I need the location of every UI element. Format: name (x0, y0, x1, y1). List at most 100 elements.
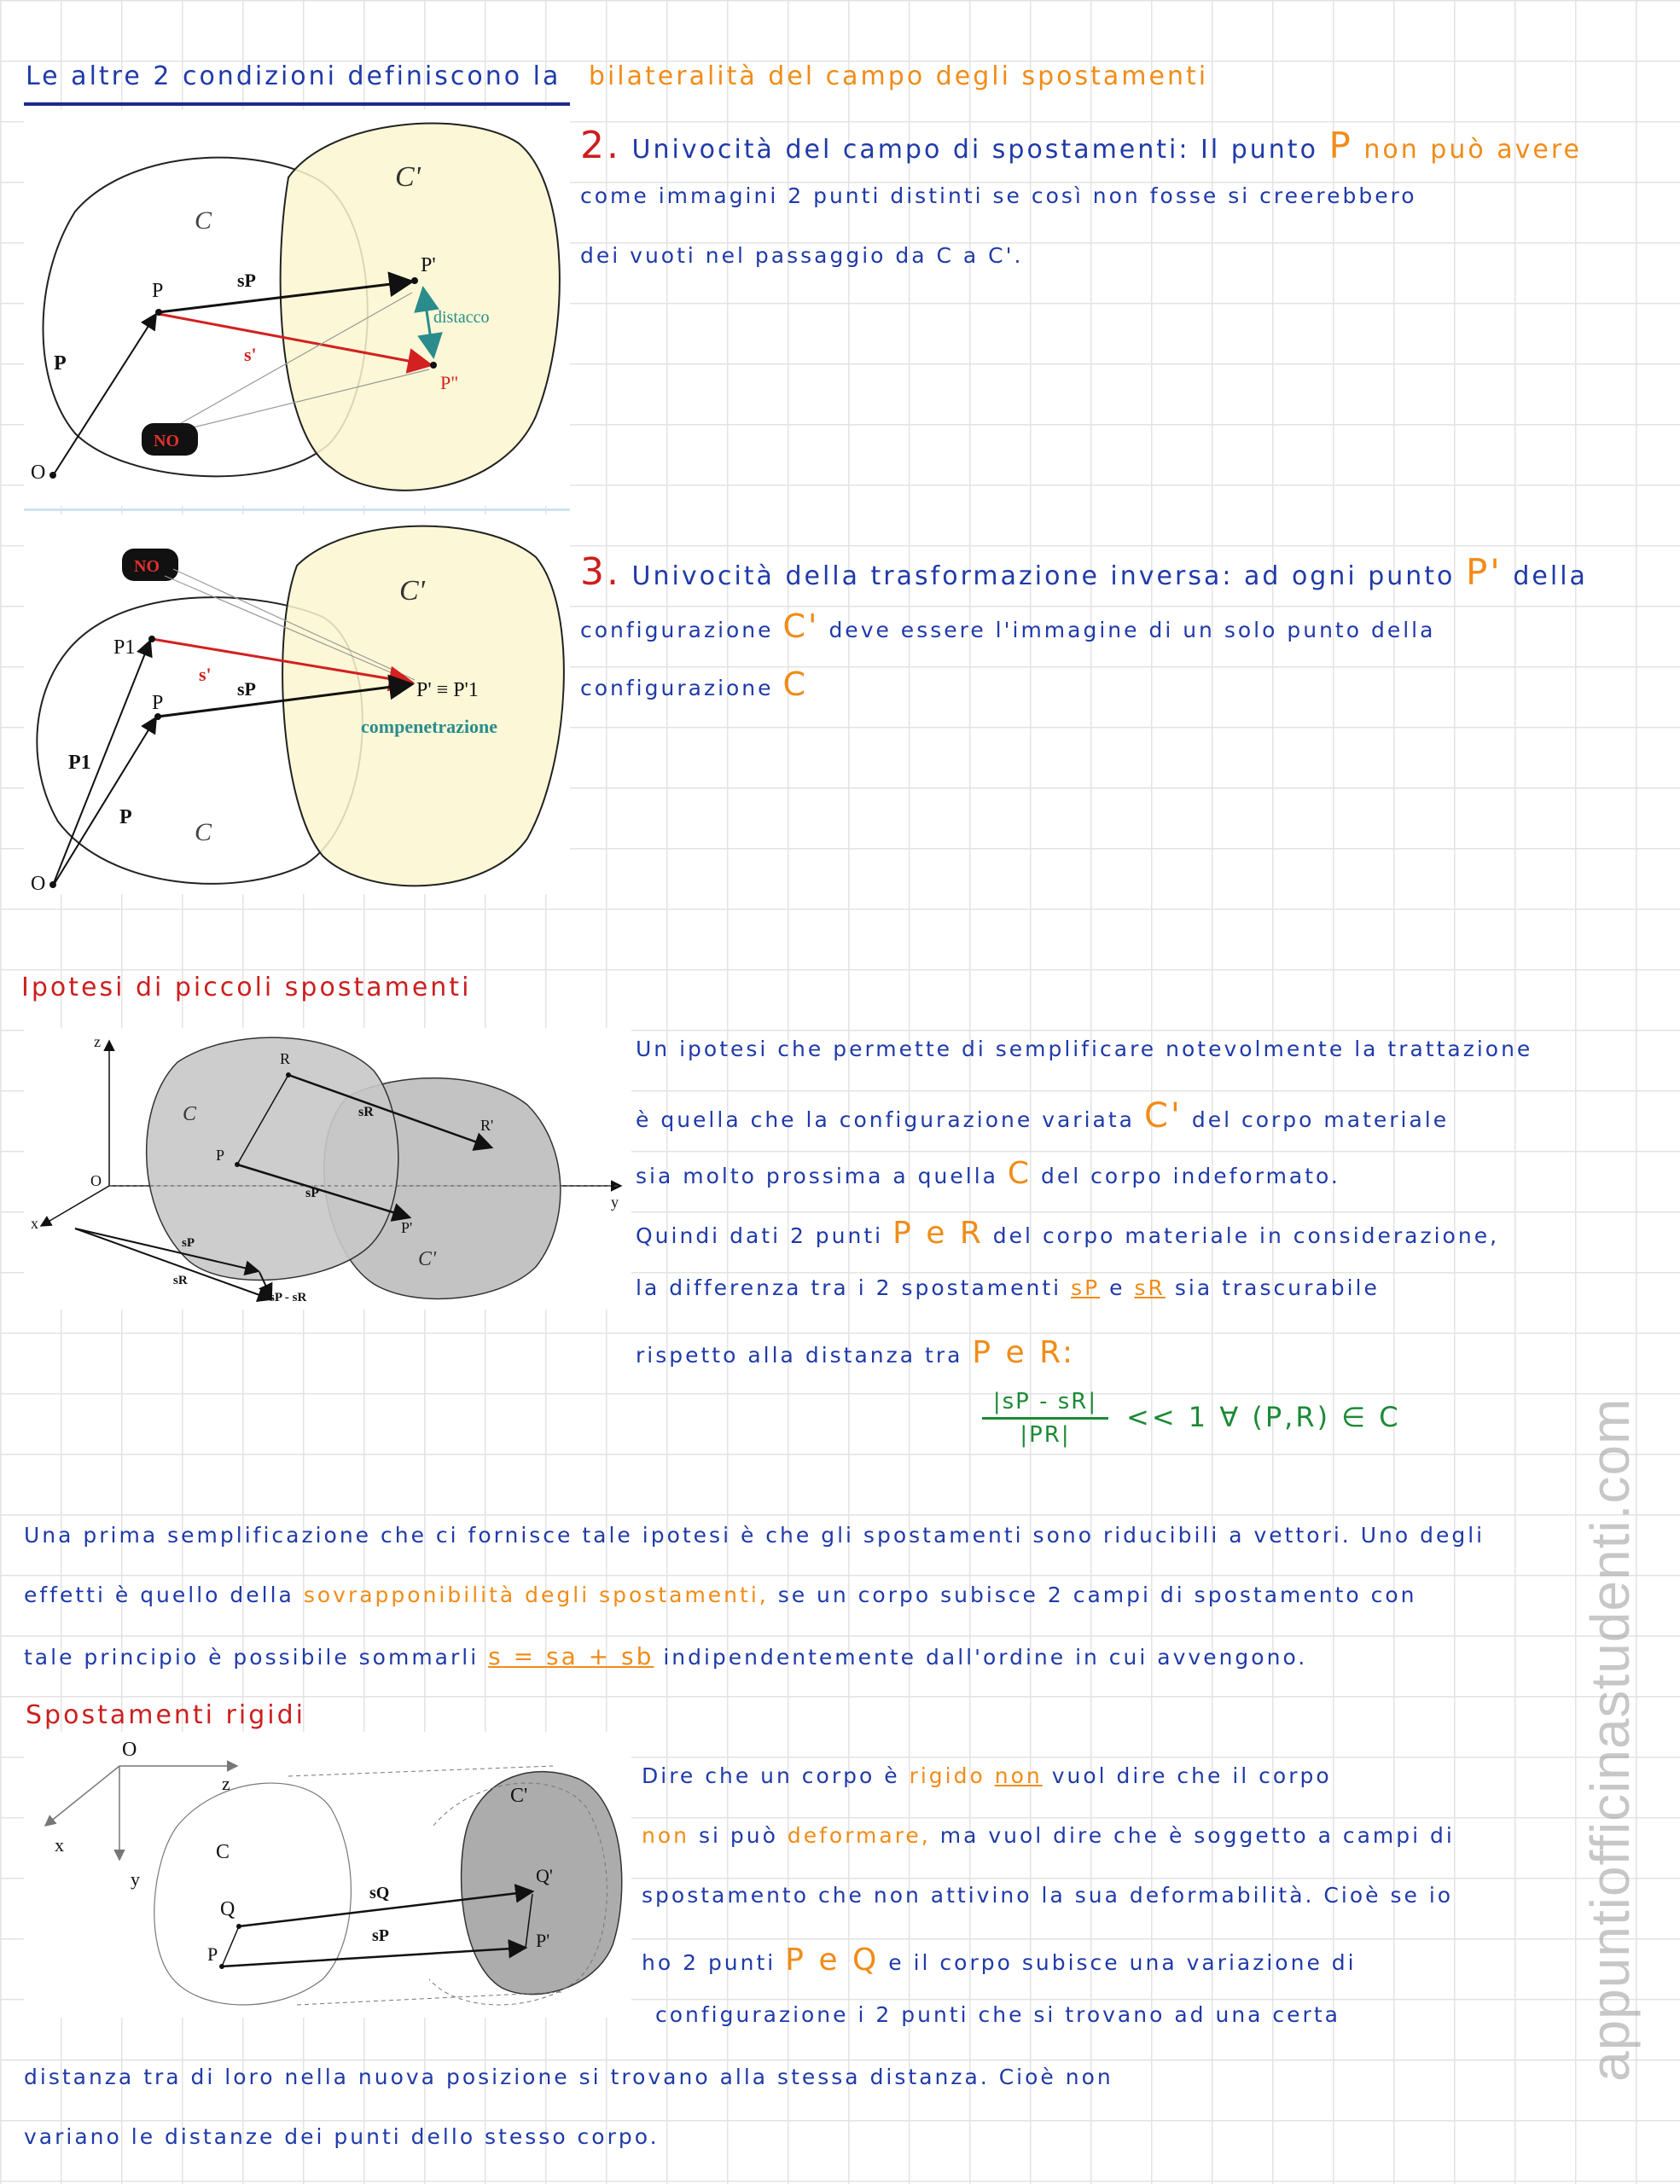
figure-piccoli-spostamenti: z R C sR R' P O sP y x P' C' sP sR sP - … (24, 1028, 631, 1310)
label-c-prime: C' (399, 575, 426, 607)
small-line5: la differenza tra i 2 spostamenti sP e s… (636, 1275, 1380, 1300)
label-o: O (31, 462, 45, 484)
label-sr-small: sR (173, 1274, 188, 1287)
point3-l3c: C (782, 665, 809, 703)
rigid-l1a: Dire che un corpo è (642, 1763, 900, 1788)
point-p-double-prime (430, 362, 437, 369)
small-l3a: sia molto prossima a quella (636, 1164, 998, 1188)
rigid-l2non: non (642, 1823, 689, 1848)
section-title-piccoli-spostamenti: Ipotesi di piccoli spostamenti (21, 973, 472, 1002)
label-q: Q (220, 1898, 235, 1920)
arrow-distacco (414, 286, 443, 359)
small-line3: sia molto prossima a quella C del corpo … (636, 1156, 1340, 1191)
point-p (235, 1162, 240, 1167)
small-l3c: C (1007, 1156, 1032, 1191)
point3-l1b: della (1513, 561, 1588, 591)
label-o: O (122, 1739, 137, 1761)
label-r: R (280, 1050, 290, 1067)
formula-denominator: |PR| (1020, 1422, 1071, 1448)
small-l5e: e (1109, 1275, 1125, 1300)
rigid-line7: variano le distanze dei punti dello stes… (24, 2124, 660, 2149)
label-s-prime: s' (199, 664, 212, 685)
no-line-2 (172, 568, 416, 681)
small-l5sp: sP (1071, 1275, 1101, 1300)
label-p: P (152, 692, 163, 714)
rigid-l1r: rigido (909, 1763, 985, 1788)
arrow-sp (221, 1939, 528, 1968)
axis-x (44, 1765, 120, 1827)
point2-line2: come immagini 2 punti distinti se così n… (580, 183, 1417, 208)
formula-rest: << 1 ∀ (P,R) ∈ C (1126, 1401, 1401, 1433)
label-compenetrazione: compenetrazione (361, 716, 497, 737)
label-c: C (216, 1841, 230, 1863)
small-l4a: Quindi dati 2 punti (636, 1223, 884, 1248)
label-sr: sR (358, 1105, 374, 1119)
small-l5a: la differenza tra i 2 spostamenti (636, 1275, 1062, 1300)
small-l4b: del corpo materiale in considerazione, (992, 1223, 1500, 1248)
arrow-sq (238, 1884, 535, 1928)
dashed-link-bottom (296, 1991, 562, 2006)
para-line2: effetti è quello della sovrapponibilità … (24, 1583, 1417, 1607)
point2-p: P (1328, 125, 1353, 166)
point-p1 (148, 636, 155, 642)
arrow-sp (157, 674, 415, 718)
label-p-vector: P (54, 352, 67, 375)
segment-pq (221, 1926, 240, 1967)
label-o: O (90, 1172, 102, 1189)
label-z: z (222, 1773, 230, 1794)
label-c-prime: C' (418, 1248, 437, 1270)
label-sq: sQ (369, 1884, 389, 1902)
small-l6pr: P e R: (972, 1335, 1076, 1370)
figure-spostamenti-rigidi: O z x y C C' Q sQ Q' P sP P' (24, 1732, 631, 2018)
point3-l1a: Univocità della trasformazione inversa: … (631, 561, 1456, 591)
label-c: C (195, 818, 212, 846)
no-badge (142, 423, 198, 456)
label-c-prime: C' (395, 161, 421, 193)
section-title-spostamenti-rigidi: Spostamenti rigidi (26, 1700, 305, 1730)
header-line: Le altre 2 condizioni definiscono la bil… (26, 61, 1208, 91)
point2-number: 2. (580, 124, 621, 167)
point3-l2a: configurazione (580, 618, 774, 642)
config-c-shape (154, 1782, 352, 2006)
no-line-1 (164, 575, 413, 682)
config-c-shape (145, 1037, 399, 1281)
small-arrow-sr (74, 1228, 273, 1303)
figure-2-svg: NO C' P1 s' P sP P' ≡ P'1 compenetrazion… (31, 525, 565, 894)
rigid-l4b: e il corpo subisce una variazione di (888, 1950, 1357, 1975)
formula-numerator: |sP - sR| (992, 1389, 1098, 1414)
label-p: P (207, 1943, 218, 1965)
point3-l2b: deve essere l'immagine di un solo punto … (828, 618, 1436, 642)
figure-3-svg: z R C sR R' P O sP y x P' C' sP sR sP - … (31, 1033, 623, 1304)
point-p-prime (411, 277, 418, 284)
point-p (219, 1964, 224, 1969)
formula-fraction: |sP - sR| |PR| (977, 1389, 1113, 1448)
small-l5sr: sR (1134, 1275, 1166, 1300)
label-x: x (31, 1215, 38, 1232)
point3-line2: configurazione C' deve essere l'immagine… (580, 607, 1435, 645)
point-p (155, 309, 162, 316)
dashed-c-copy (428, 1782, 607, 2006)
arrow-p-position (53, 716, 158, 886)
label-sp: sP (237, 270, 256, 291)
point3-l2c: C' (782, 607, 820, 645)
point2-line3: dei vuoti nel passaggio da C a C'. (580, 243, 1024, 268)
label-x: x (55, 1834, 64, 1856)
header-underline (24, 102, 570, 106)
label-y: y (131, 1868, 140, 1890)
rigid-line5: configurazione i 2 punti che si trovano … (655, 2002, 1340, 2027)
rigid-l4pq: P e Q (785, 1943, 880, 1978)
vector-pr (236, 1074, 289, 1165)
para-l2o: sovrapponibilità degli spostamenti, (303, 1583, 769, 1607)
label-r-prime: R' (480, 1117, 493, 1134)
arrow-sp (158, 271, 415, 314)
label-c: C (183, 1103, 197, 1125)
small-l1: Un ipotesi che permette di semplificare … (636, 1037, 1533, 1061)
label-q-prime: Q' (536, 1865, 553, 1886)
rigid-line2: non si può deformare, ma vuol dire che è… (642, 1823, 1455, 1848)
arrow-p-position (53, 312, 158, 475)
config-c-shape (36, 596, 363, 885)
small-arrow-sp (74, 1228, 260, 1276)
small-l5b: sia trascurabile (1174, 1275, 1380, 1300)
label-c-prime: C' (510, 1785, 527, 1807)
point2-line1: 2. Univocità del campo di spostamenti: I… (580, 124, 1582, 167)
